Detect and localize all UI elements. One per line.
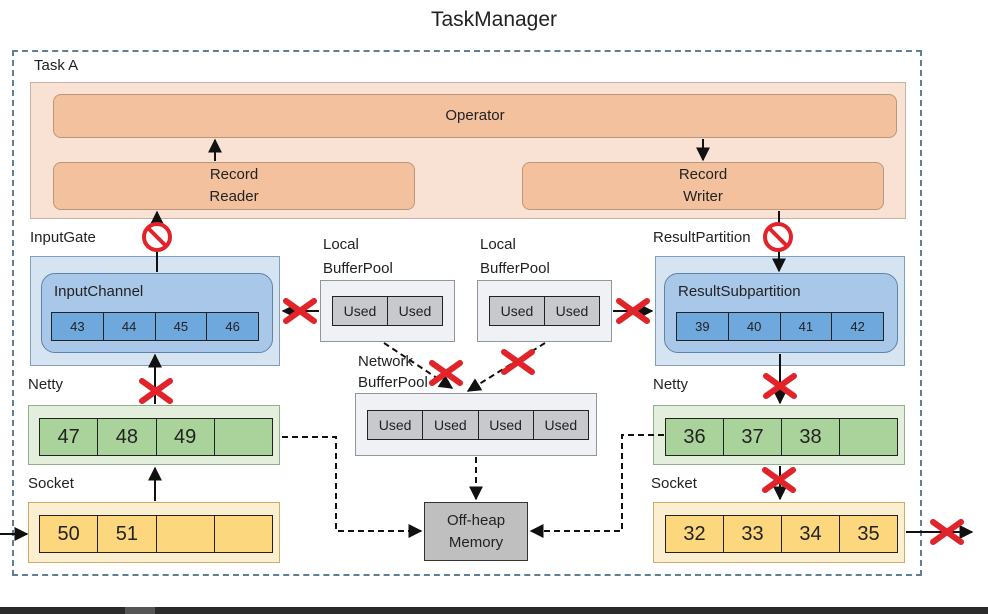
input-channel-buffers: 43 44 45 46 (51, 312, 259, 341)
red-x-icon (501, 349, 535, 375)
red-x-icon (930, 519, 964, 545)
task-label: Task A (34, 57, 79, 74)
used-cell: Used (388, 297, 442, 325)
local-pool-left-line2: BufferPool (323, 260, 393, 277)
record-reader-line2: Reader (209, 188, 259, 205)
task-boundary (12, 50, 922, 576)
netty-left-buffers: 47 48 49 (39, 418, 273, 456)
blocked-icon (763, 222, 793, 252)
buffer-cell: 48 (98, 419, 157, 455)
offheap-memory-box: Off-heap Memory (424, 502, 528, 561)
netty-right-buffers: 36 37 38 (665, 418, 898, 456)
offheap-line1: Off-heap (446, 511, 506, 529)
record-writer-line1: Record (678, 166, 728, 183)
network-pool-cells: Used Used Used Used (367, 410, 589, 440)
buffer-cell: 46 (207, 313, 258, 340)
used-cell: Used (545, 297, 599, 325)
operator-box: Operator (53, 94, 897, 138)
buffer-cell: 50 (40, 516, 99, 552)
record-reader-box: Record Reader (53, 162, 415, 210)
buffer-cell: 32 (666, 516, 724, 552)
network-pool-line2: BufferPool (358, 374, 428, 391)
buffer-cell (840, 419, 897, 455)
used-cell: Used (478, 411, 534, 439)
result-subpartition-buffers: 39 40 41 42 (676, 312, 884, 341)
result-subpartition-label: ResultSubpartition (678, 283, 801, 300)
buffer-cell (156, 516, 215, 552)
buffer-cell: 39 (677, 313, 729, 340)
buffer-cell: 34 (782, 516, 840, 552)
socket-left-label: Socket (28, 475, 74, 492)
dashed-netty-left-to-offheap (282, 436, 423, 538)
offheap-line2: Memory (448, 533, 504, 551)
diagram-title: TaskManager (430, 8, 558, 31)
result-partition-label: ResultPartition (653, 229, 751, 246)
buffer-cell: 49 (156, 419, 215, 455)
socket-right-buffers: 32 33 34 35 (665, 515, 898, 553)
record-reader-line1: Record (209, 166, 259, 183)
dashed-netty-right-to-offheap (529, 434, 664, 538)
red-x-icon (763, 373, 797, 399)
local-pool-right-line2: BufferPool (480, 260, 550, 277)
buffer-cell: 37 (724, 419, 782, 455)
network-pool-line1: Network (358, 353, 414, 370)
buffer-cell: 47 (40, 419, 99, 455)
local-pool-right-cells: Used Used (489, 296, 600, 326)
buffer-cell: 41 (780, 313, 833, 340)
used-cell: Used (423, 411, 479, 439)
used-cell: Used (490, 297, 545, 325)
bottom-bar (0, 607, 988, 614)
netty-left-label: Netty (28, 376, 64, 393)
used-cell: Used (533, 411, 588, 439)
buffer-cell: 35 (840, 516, 897, 552)
buffer-cell: 33 (724, 516, 782, 552)
input-gate-label: InputGate (30, 229, 96, 246)
buffer-cell: 40 (728, 313, 781, 340)
used-cell: Used (333, 297, 388, 325)
input-channel-label: InputChannel (54, 283, 144, 300)
operator-label: Operator (445, 107, 505, 124)
bottom-bar-segment (125, 607, 155, 614)
local-pool-left-line1: Local (323, 236, 359, 253)
dashed-localpool-left-to-network (383, 342, 454, 389)
red-x-icon (429, 360, 463, 386)
local-pool-right-line1: Local (480, 236, 516, 253)
netty-right-label: Netty (653, 376, 689, 393)
local-pool-left-cells: Used Used (332, 296, 443, 326)
record-writer-line2: Writer (683, 188, 723, 205)
buffer-cell: 51 (98, 516, 157, 552)
buffer-cell: 36 (666, 419, 724, 455)
buffer-cell: 42 (832, 313, 883, 340)
red-x-icon (139, 378, 173, 404)
record-writer-box: Record Writer (522, 162, 884, 210)
socket-right-label: Socket (651, 475, 697, 492)
buffer-cell: 38 (782, 419, 840, 455)
socket-left-buffers: 50 51 (39, 515, 273, 553)
blocked-icon (142, 222, 172, 252)
buffer-cell: 43 (52, 313, 104, 340)
buffer-cell (214, 419, 272, 455)
used-cell: Used (368, 411, 424, 439)
buffer-cell: 45 (155, 313, 208, 340)
red-x-icon (762, 467, 796, 493)
buffer-cell (214, 516, 272, 552)
red-x-icon (616, 298, 650, 324)
red-x-icon (283, 298, 317, 324)
buffer-cell: 44 (103, 313, 156, 340)
